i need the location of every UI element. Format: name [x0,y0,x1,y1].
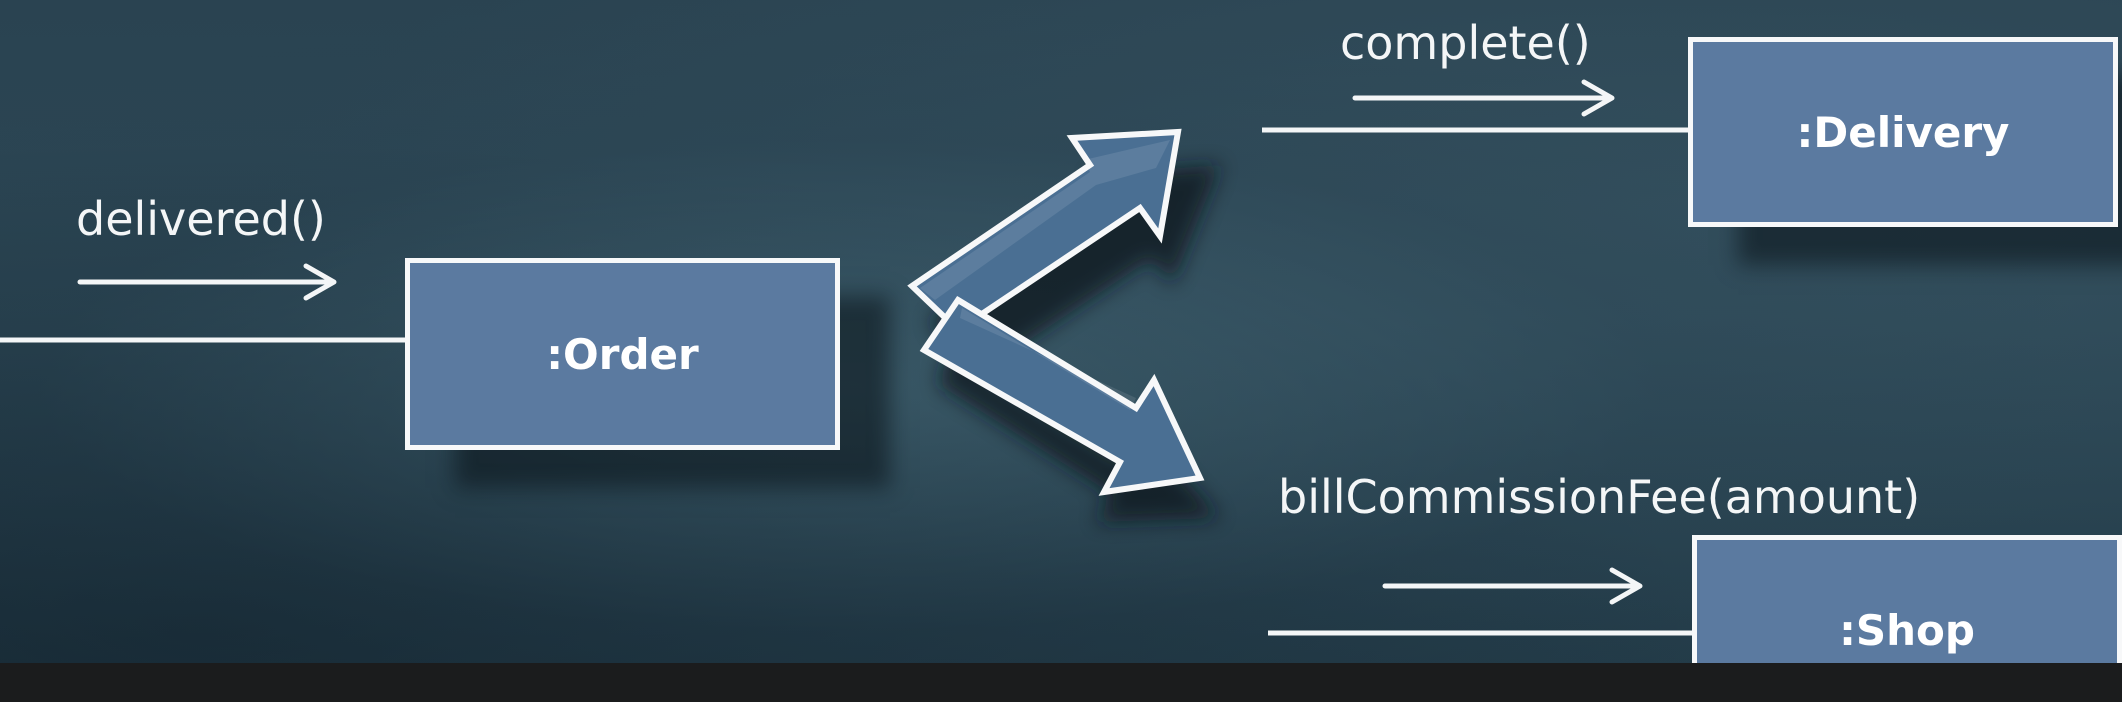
message-label-bill-commission-fee: billCommissionFee(amount) [1278,470,1921,524]
block-arrow-to-delivery [907,128,1182,334]
object-box-order: :Order [405,258,840,450]
message-arrow-delivered [77,263,337,301]
object-box-delivery: :Delivery [1688,37,2118,227]
message-arrow-bill-commission-fee [1382,567,1643,605]
message-arrow-complete [1352,79,1615,117]
message-label-delivered: delivered() [76,192,326,246]
object-label-shop: :Shop [1839,605,1975,655]
message-label-complete: complete() [1340,16,1591,70]
bottom-bar [0,663,2122,702]
object-label-order: :Order [546,329,699,379]
object-label-delivery: :Delivery [1796,107,2010,157]
block-arrow-to-shop [919,295,1205,496]
